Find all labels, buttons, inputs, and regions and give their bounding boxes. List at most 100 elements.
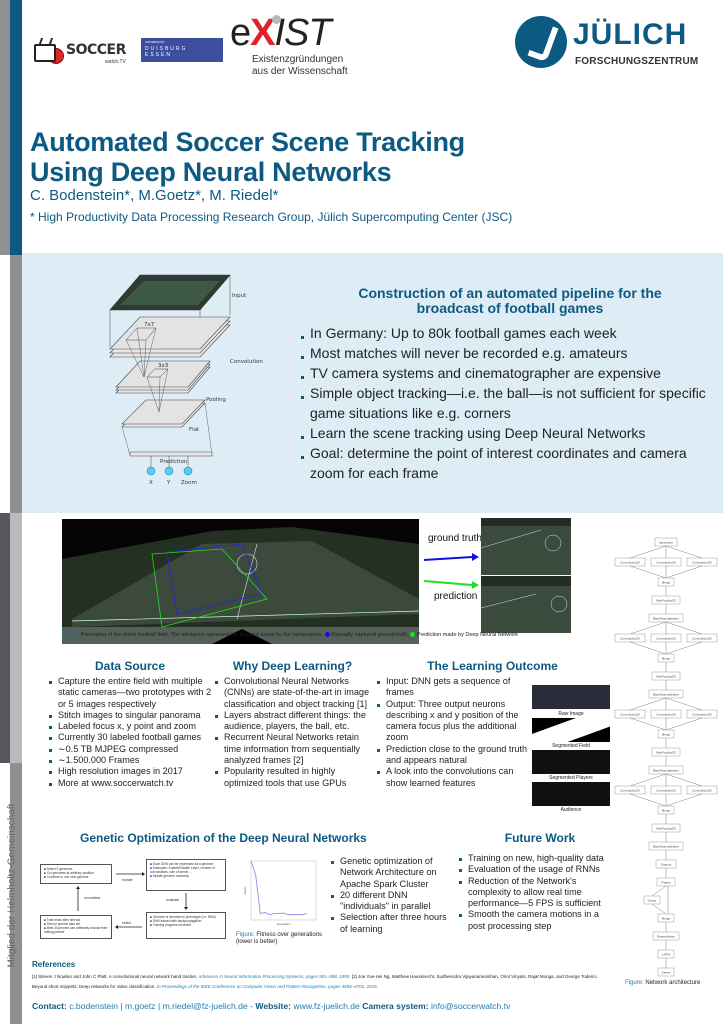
network-edge: [629, 793, 667, 807]
arrow-right-icon: [142, 872, 145, 876]
contact-emails[interactable]: c.bodenstein | m.goetz | m.riedel@fz-jue…: [66, 1001, 256, 1011]
network-node-label: Flatten: [661, 880, 671, 884]
network-node-label: Merge: [662, 916, 671, 920]
box-item: Test on special data set: [44, 922, 108, 926]
affiliation: * High Productivity Data Processing Rese…: [30, 210, 513, 224]
panorama-image: [62, 519, 419, 644]
list-item: More at www.soccerwatch.tv: [46, 778, 216, 789]
network-node-label: Merge: [662, 656, 671, 660]
panorama-caption: Figure: Panorama of the entire football …: [62, 632, 602, 638]
network-node-label: Convolution2D: [692, 788, 713, 792]
data-source-heading: Data Source: [94, 659, 166, 673]
network-node-label: Merge: [662, 580, 671, 584]
cnn-diagram: Input Convolution Pooling Flat Predictio…: [109, 274, 263, 486]
box-item: Mutate genome randomly: [150, 874, 222, 878]
caption-prediction: Prediction made by Deep Neural Network: [415, 632, 518, 638]
data-point: [283, 912, 284, 914]
list-item: Reduction of the Network's complexity to…: [456, 876, 616, 910]
network-node-label: MaxPooling2D: [656, 598, 676, 602]
sidebar-strip-blue: [10, 0, 22, 255]
network-edge: [629, 697, 667, 711]
network-edge: [665, 621, 703, 635]
label-prediction: Prediction: [160, 459, 188, 465]
ref-1-number: [1]: [32, 974, 38, 979]
arrow-up-icon: [76, 886, 80, 889]
sidebar-strip-gray: [0, 0, 10, 255]
x-axis-label: Generations: [277, 923, 291, 926]
figure-prefix: Figure:: [62, 632, 80, 638]
select-box: Train ends after timeout Test on special…: [40, 915, 112, 939]
network-node-label: Convolution2D: [620, 788, 641, 792]
ground-truth-arrow: [424, 553, 479, 561]
network-edge: [665, 545, 703, 559]
data-point: [301, 914, 303, 915]
genetic-cycle-diagram: Select 2 genomes Cut genomes at arbitrar…: [38, 855, 228, 940]
list-item: ∼1.500.000 Frames: [46, 755, 216, 766]
references-text: [1] Steven J Nowlan and John C Platt. A …: [32, 972, 602, 992]
caption-ground-truth: Manually captured ground truth,: [329, 632, 411, 638]
network-edge: [651, 903, 667, 915]
list-item: Layers abstract different things: the au…: [212, 710, 372, 733]
exist-sub1: Existenzgründungen: [252, 54, 344, 65]
box-item: Examples: Enable/Disable Layer, number o…: [150, 866, 222, 874]
camera-email[interactable]: info@soccerwatch.tv: [428, 1001, 511, 1011]
arrow-left-icon: [115, 925, 118, 929]
list-item: 20 different DNN "individuals" in parall…: [328, 890, 448, 913]
ref-2-venue: In Proceedings of the IEEE Conference on…: [156, 984, 378, 989]
list-item: Recurrent Neural Networks retain time in…: [212, 732, 372, 766]
network-node-label: Convolution2D: [692, 560, 713, 564]
list-item: Labeled focus x, y point and zoom: [46, 721, 216, 732]
data-source-bullets: Capture the entire field with multiple s…: [46, 676, 216, 789]
sidebar-strip-gray-bottom: [10, 763, 22, 1024]
network-edge: [629, 641, 667, 655]
list-item: Goal: determine the point of interest co…: [300, 443, 720, 483]
list-item: Input: DNN gets a sequence of frames: [374, 676, 529, 699]
audience-image: [532, 782, 610, 806]
network-edge: [665, 697, 703, 711]
cycle-arrows: [76, 872, 188, 929]
network-node-label: BatchNormalization: [653, 692, 679, 696]
arrow-down-icon: [184, 907, 188, 910]
ground-truth-thumbnail: [481, 518, 571, 575]
figure-prefix: Figure:: [236, 932, 255, 938]
why-deep-learning-heading: Why Deep Learning?: [232, 659, 353, 673]
network-edge: [665, 793, 703, 807]
authors: C. Bodenstein*, M.Goetz*, M. Riedel*: [30, 187, 279, 204]
input-field: [120, 281, 220, 305]
data-point: [269, 914, 270, 915]
ude-logo: UNIVERSITÄT DUISBURG ESSEN: [141, 38, 223, 62]
network-edge: [629, 565, 667, 579]
list-item: Evaluation of the usage of RNNs: [456, 864, 616, 875]
network-node-label: LSTM: [662, 952, 671, 956]
box-item: DNN trained with backpropagation: [150, 919, 222, 923]
network-node-label: Convolution2D: [620, 560, 641, 564]
contact-label: Contact:: [32, 1001, 67, 1011]
title-line1: Automated Soccer Scene Tracking: [30, 127, 465, 157]
list-item: Capture the entire field with multiple s…: [46, 676, 216, 710]
soccerwatch-logo-text: SOCCER: [66, 42, 126, 58]
list-item: Prediction close to the ground truth and…: [374, 744, 529, 767]
output-neuron-zoom: [183, 466, 193, 476]
network-node-label: Merge: [662, 732, 671, 736]
ude-line2: ESSEN: [145, 52, 172, 58]
network-node-label: Convolution2D: [656, 560, 677, 564]
ude-line1: DUISBURG: [145, 46, 188, 52]
prediction-label: prediction: [434, 591, 478, 602]
data-point: [306, 913, 308, 914]
data-point: [259, 913, 261, 914]
caption-text: Fitness over generations: [254, 932, 323, 938]
helmholtz-label: Mitglied der Helmholtz-Gemeinschaft: [6, 803, 18, 968]
exist-sub2: aus der Wissenschaft: [252, 65, 348, 77]
ref-2-number: [2]: [350, 974, 357, 979]
box-item: Genome is decoded to phenotype (i.e. DNN…: [150, 915, 222, 919]
flat-layer: [121, 399, 206, 425]
prediction-thumbnail: [481, 576, 571, 633]
network-node-label: BatchNormalization: [653, 616, 679, 620]
caption-text: Network architecture: [643, 980, 701, 986]
intro-heading-line1: Construction of an automated pipeline fo…: [358, 285, 662, 301]
box-item: Best 30 percent can arbitrarily choose t…: [44, 926, 108, 934]
future-work-heading: Future Work: [504, 831, 576, 845]
mutate-box: Each DNN can be expressed as a genome Ex…: [146, 859, 226, 891]
website-link[interactable]: www.fz-juelich.de: [291, 1001, 363, 1011]
